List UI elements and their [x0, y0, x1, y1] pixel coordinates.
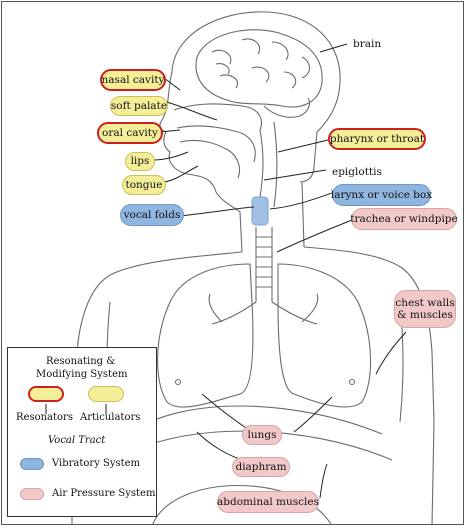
legend-brackets: [45, 404, 107, 414]
pharynx-label: pharynx or throat: [328, 128, 426, 150]
nasal-cavity-label: nasal cavity: [100, 69, 166, 91]
chest-walls-line1: chest walls: [395, 296, 455, 309]
legend-resonators: Resonators: [16, 412, 73, 423]
lips-label: lips: [125, 152, 155, 171]
vocal-folds-label: vocal folds: [120, 204, 184, 226]
legend-vibratory: Vibratory System: [52, 458, 141, 469]
legend-title-line2: Modifying System: [36, 369, 128, 380]
trachea-label: trachea or windpipe: [350, 208, 458, 230]
resonator-swatch: [28, 386, 64, 402]
legend-air-pressure: Air Pressure System: [52, 488, 156, 499]
legend-articulators: Articulators: [80, 412, 141, 423]
chest-walls-label: chest walls & muscles: [394, 290, 456, 328]
abdominal-muscles-label: abdominal muscles: [217, 491, 319, 513]
oral-cavity-label: oral cavity: [97, 122, 163, 144]
epiglottis-label: epiglottis: [332, 166, 382, 178]
legend-vocal-tract: Vocal Tract: [48, 435, 106, 446]
soft-palate-label: soft palate: [110, 96, 168, 116]
lungs-label: lungs: [242, 425, 282, 445]
legend: Resonating & Modifying System Resonators…: [7, 347, 157, 517]
air-pressure-swatch: [20, 488, 44, 500]
vibratory-swatch: [20, 458, 44, 470]
larynx-label: larynx or voice box: [331, 184, 432, 206]
brain-label: brain: [353, 38, 382, 50]
diaphram-label: diaphram: [232, 457, 290, 477]
chest-walls-line2: & muscles: [397, 309, 453, 321]
tongue-label: tongue: [122, 175, 166, 195]
articulator-swatch: [88, 386, 124, 402]
anatomy-illustration: [71, 11, 435, 524]
legend-title-line1: Resonating &: [46, 356, 116, 367]
